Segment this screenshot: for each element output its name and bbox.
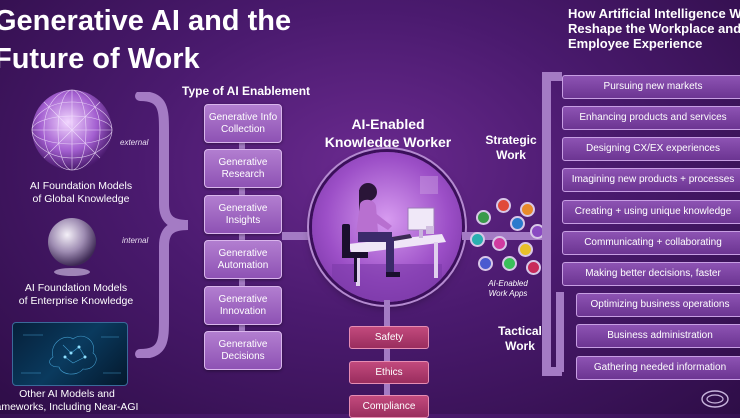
enablement-heading: Type of AI Enablement [182,84,311,98]
values-connector [384,300,390,400]
strategic-work-item: Creating + using unique knowledge [562,200,740,224]
work-apps-label: AI-Enabled Work Apps [488,279,528,298]
work-app-icon [518,242,533,257]
bracket-bottom-cap [542,367,562,376]
models-brace-icon [134,91,194,359]
work-app-icon [502,256,517,271]
tactical-work-item: Business administration [576,324,740,348]
tactical-work-item: Optimizing business operations [576,293,740,317]
work-app-icon [520,202,535,217]
global-models-label: AI Foundation Models of Global Knowledge [29,180,133,205]
strategic-work-label: Strategic Work [485,133,537,162]
value-ethics: Ethics [349,361,429,384]
global-knowledge-sphere-icon [30,88,114,172]
value-compliance: Compliance [349,395,429,418]
subtitle: How Artificial Intelligence W Reshape th… [568,6,740,51]
page-title: Generative AI and the Future of Work [0,5,292,75]
work-app-icon [510,216,525,231]
work-app-icon [470,232,485,247]
work-apps-cluster [466,196,546,280]
tactical-work-label: Tactical Work [498,324,542,353]
work-app-icon [478,256,493,271]
enablement-to-worker-connector [282,232,316,240]
strategic-work-item: Imagining new products + processes [562,168,740,192]
value-safety: Safety [349,326,429,349]
other-models-label: Other AI Models and ameworks, Including … [0,388,139,413]
worker-title: AI-Enabled Knowledge Worker [324,116,452,150]
tactical-work-item: Gathering needed information [576,356,740,380]
work-app-icon [476,210,491,225]
enterprise-models-label: AI Foundation Models of Enterprise Knowl… [18,282,134,307]
internal-tag: internal [122,236,149,245]
bracket-top-cap [542,72,562,81]
work-app-icon [492,236,507,251]
strategic-work-item: Making better decisions, faster [562,262,740,286]
work-app-icon [496,198,511,213]
work-app-icon [526,260,541,275]
strategic-work-item: Designing CX/EX experiences [562,137,740,161]
logo-icon [700,388,730,410]
work-bracket [542,72,551,376]
enterprise-knowledge-sphere-icon [46,216,98,278]
knowledge-worker-illustration-icon [312,152,462,302]
external-tag: external [120,138,149,147]
ai-brain-image-icon [12,322,128,386]
tactical-bracket [556,292,564,372]
strategic-work-item: Pursuing new markets [562,75,740,99]
strategic-work-item: Communicating + collaborating [562,231,740,255]
strategic-work-item: Enhancing products and services [562,106,740,130]
